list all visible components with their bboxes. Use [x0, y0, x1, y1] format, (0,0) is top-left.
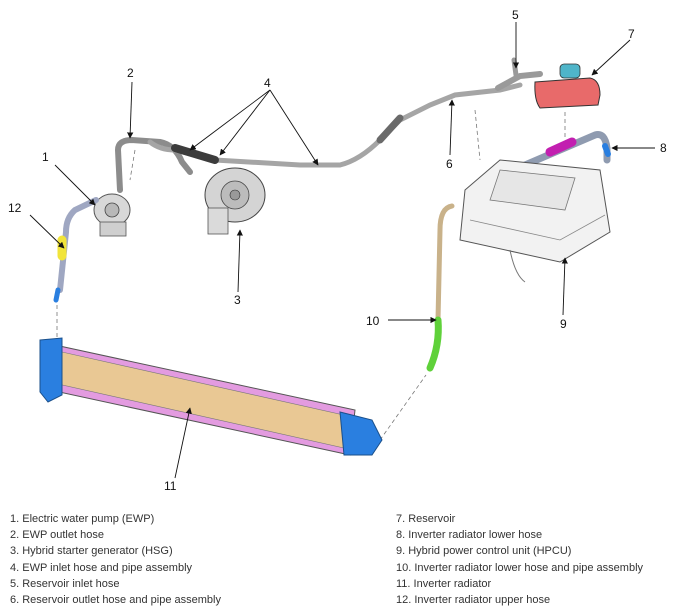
legend-item: 8. Inverter radiator lower hose [396, 529, 543, 542]
callout-1: 1 [42, 150, 49, 164]
callout-11: 11 [164, 479, 177, 493]
ewp-hose-pipes [114, 57, 543, 193]
callout-10: 10 [366, 314, 380, 328]
legend-item: 3. Hybrid starter generator (HSG) [10, 545, 173, 558]
callout-8: 8 [660, 141, 667, 155]
legend-item: 2. EWP outlet hose [10, 529, 104, 542]
callout-6: 6 [446, 157, 453, 171]
hybrid-power-control-unit [459, 159, 611, 283]
dashed-connectors [56, 109, 566, 441]
callout-12: 12 [8, 201, 22, 215]
legend-item: 12. Inverter radiator upper hose [396, 594, 551, 607]
legend-left-column: 1. Electric water pump (EWP) 2. EWP outl… [10, 511, 221, 608]
callout-3: 3 [234, 293, 241, 307]
legend-item: 6. Reservoir outlet hose and pipe assemb… [10, 594, 221, 607]
electric-water-pump [93, 193, 131, 237]
legend-item: 5. Reservoir inlet hose [10, 577, 120, 590]
cooling-system-diagram: 1 2 3 4 5 6 7 8 9 10 11 12 [8, 8, 667, 493]
callout-9: 9 [560, 317, 567, 331]
legend-item: 11. Inverter radiator [396, 577, 492, 590]
inverter-radiator [39, 337, 383, 456]
legend-item: 4. EWP inlet hose and pipe assembly [10, 561, 193, 574]
inverter-radiator-upper-hose [53, 197, 99, 303]
hybrid-starter-generator [204, 167, 266, 235]
legend-right-column: 7. Reservoir 8. Inverter radiator lower … [396, 511, 643, 608]
callout-numbers: 1 2 3 4 5 6 7 8 9 10 11 12 [8, 8, 667, 493]
leader-lines [29, 22, 655, 479]
callout-2: 2 [127, 66, 134, 80]
legend-item: 9. Hybrid power control unit (HPCU) [396, 545, 572, 558]
callout-7: 7 [628, 27, 635, 41]
callout-5: 5 [512, 8, 519, 22]
callout-4: 4 [264, 76, 271, 90]
legend-item: 7. Reservoir [396, 513, 456, 525]
legend-item: 10. Inverter radiator lower hose and pip… [396, 561, 644, 574]
inverter-lower-hose-pipe-assembly [426, 203, 455, 372]
inverter-radiator-lower-hose [486, 131, 611, 184]
legend-item: 1. Electric water pump (EWP) [10, 513, 155, 525]
reservoir [534, 63, 601, 109]
